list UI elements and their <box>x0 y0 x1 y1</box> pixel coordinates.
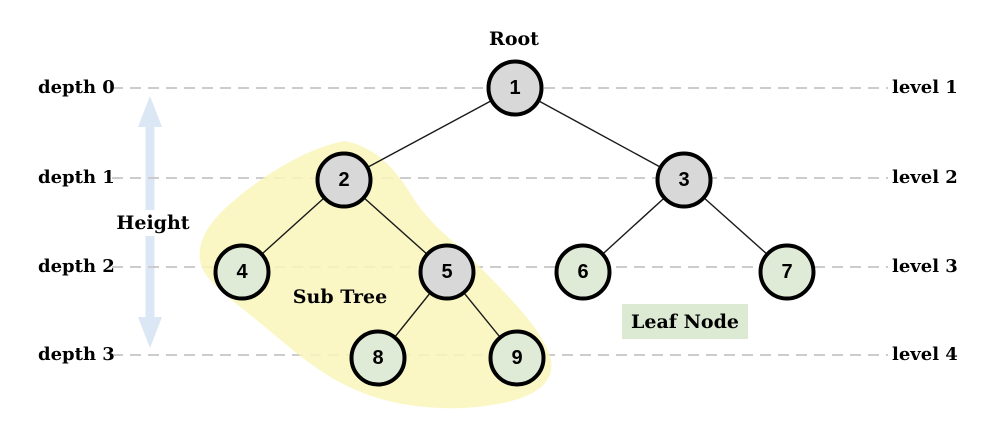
node-circle-2 <box>315 151 373 209</box>
node-label-4: 4 <box>236 260 248 283</box>
leaf-node-legend-label: Leaf Node <box>631 310 739 333</box>
node-label-3: 3 <box>678 168 690 191</box>
subtree-label: Sub Tree <box>292 286 388 308</box>
level-label-3: level 3 <box>892 256 958 277</box>
node-label-6: 6 <box>577 260 589 283</box>
node-label-2: 2 <box>338 168 350 191</box>
node-circle-7 <box>758 243 816 301</box>
depth-label-2: depth 2 <box>38 256 115 277</box>
subtree-highlight-blob <box>199 141 552 409</box>
node-circle-9 <box>488 329 546 387</box>
depth-label-1: depth 1 <box>38 167 115 188</box>
level-label-2: level 2 <box>892 167 958 188</box>
node-circle-4 <box>213 243 271 301</box>
depth-label-3: depth 3 <box>38 344 115 365</box>
node-circle-6 <box>554 243 612 301</box>
node-circles <box>213 59 816 387</box>
edge-1-3 <box>514 87 685 181</box>
edge-1-2 <box>343 87 516 181</box>
node-circle-1 <box>486 59 544 117</box>
node-label-7: 7 <box>781 260 793 283</box>
level-label-1: level 1 <box>892 77 958 98</box>
height-label: Height <box>112 210 194 236</box>
leaf-node-legend: Leaf Node <box>622 304 748 339</box>
level-label-4: level 4 <box>892 344 958 365</box>
node-label-8: 8 <box>372 346 384 369</box>
depth-label-0: depth 0 <box>38 77 115 98</box>
node-label-1: 1 <box>509 76 521 99</box>
root-label: Root <box>489 28 539 50</box>
node-circle-8 <box>349 329 407 387</box>
node-label-5: 5 <box>441 260 453 283</box>
node-circle-5 <box>418 243 476 301</box>
node-circle-3 <box>655 151 713 209</box>
node-label-9: 9 <box>511 346 523 369</box>
